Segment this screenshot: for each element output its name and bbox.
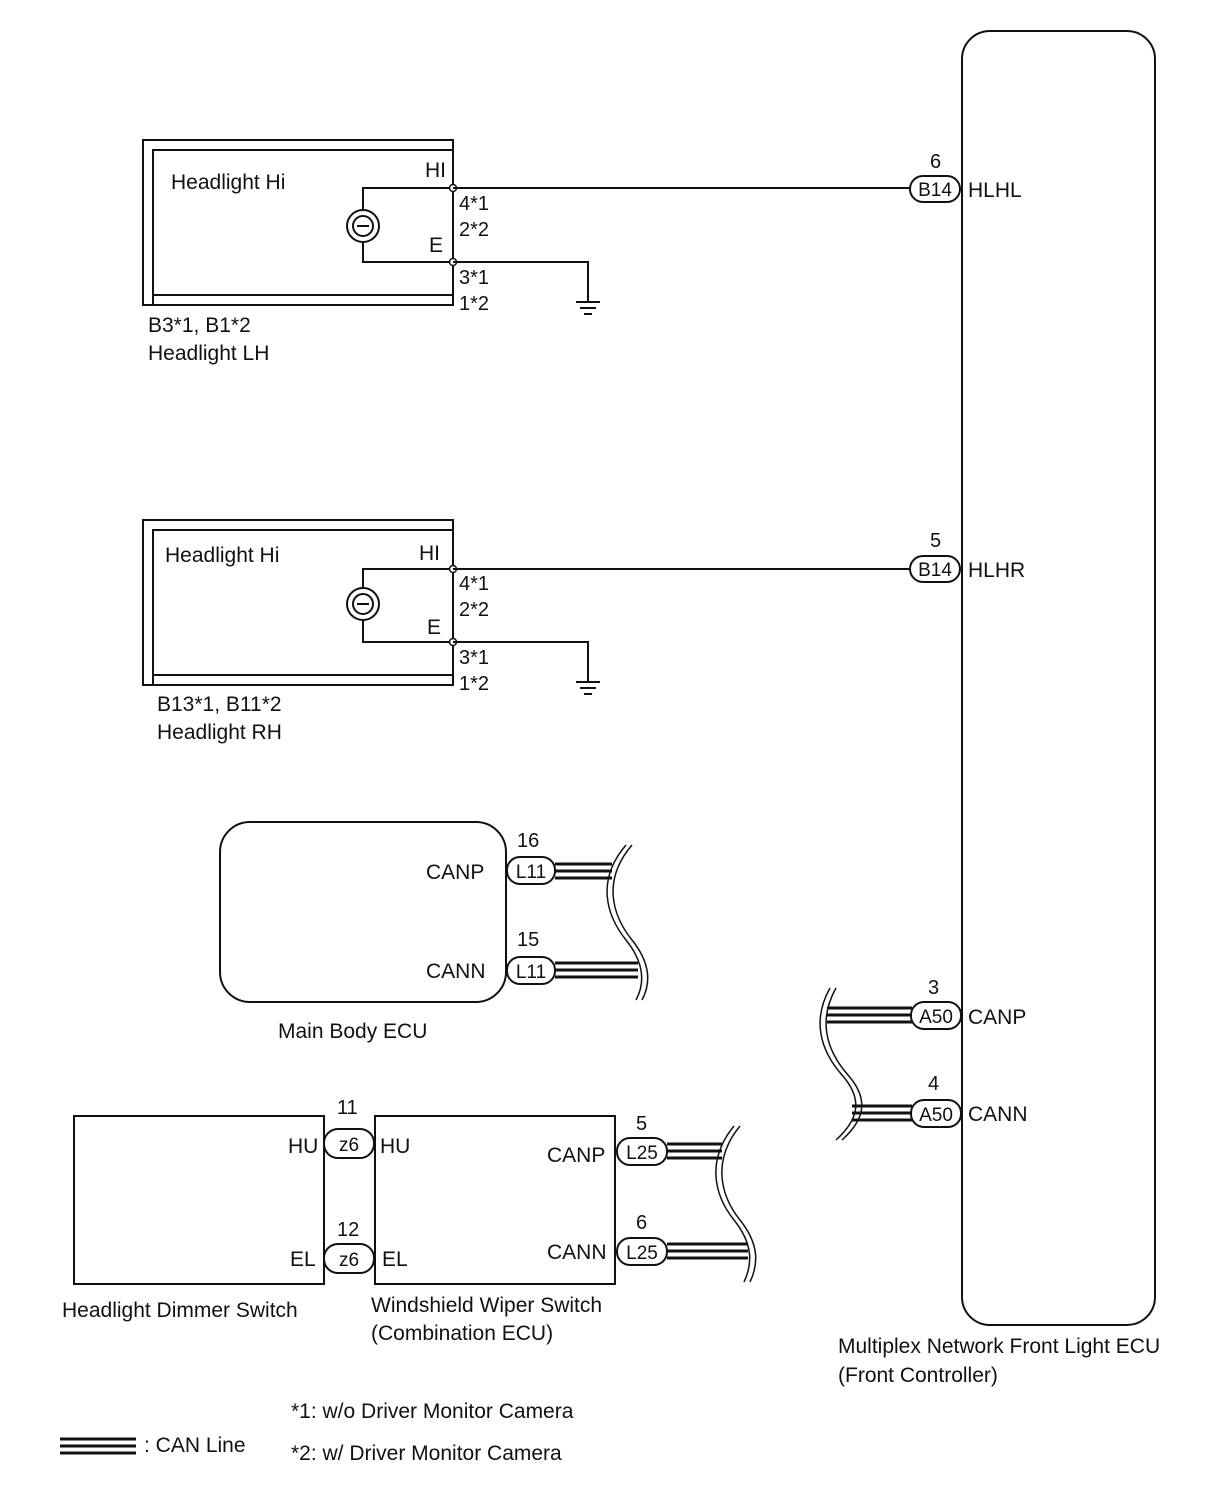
bulb-icon [346,209,380,243]
headlight-dimmer-switch: HU EL Headlight Dimmer Switch [62,1115,325,1322]
headlight-rh-code: B13*1, B11*2 [157,693,282,716]
wiper-canp-pin: 5 [636,1113,647,1135]
headlight-lh-terminal-e: E [429,234,443,257]
wiper-cann-pin: 6 [636,1212,647,1234]
front-light-ecu-name-line1: Multiplex Network Front Light ECU [838,1335,1160,1358]
footnote-1: *1: w/o Driver Monitor Camera [291,1400,574,1423]
hlhr-label: HLHR [968,559,1025,582]
can-line-legend-label: : CAN Line [144,1434,246,1457]
headlight-rh: Headlight Hi HI E 4*1 2*2 3*1 1*2 B13*1,… [142,519,489,744]
can-line-legend-icon [60,1437,136,1455]
main-body-ecu-canp-pin: 16 [517,830,539,852]
hlhl-pin: 6 [930,151,941,173]
can-line-wiper-cann [667,1242,748,1260]
main-body-ecu: CANP CANN 16 15 L11 L11 Main Body ECU [219,821,556,1043]
a50-connector-cann [910,1099,962,1128]
wiper-switch-name-line1: Windshield Wiper Switch [371,1294,602,1317]
headlight-lh-pin-hi-1: 4*1 [459,193,489,215]
b14-connector-hlhr [909,555,961,583]
l11-connector-label: L11 [516,862,546,883]
headlight-lh: Headlight Hi HI E 4*1 2*2 3*1 1*2 B3*1, … [142,139,489,365]
main-body-ecu-canp-label: CANP [426,861,484,884]
headlight-rh-pin-e-1: 3*1 [459,647,489,669]
ecu-canp-pin: 3 [928,977,939,999]
headlight-rh-inner-label: Headlight Hi [165,544,279,567]
wiper-cann-label: CANN [547,1241,607,1264]
wire-rh-ground [453,641,589,682]
a50-connector-label: A50 [919,1105,953,1126]
headlight-lh-pin-hi-2: 2*2 [459,219,489,241]
wiper-canp-label: CANP [547,1144,605,1167]
footnote-2: *2: w/ Driver Monitor Camera [291,1442,562,1465]
headlight-rh-name: Headlight RH [157,721,282,744]
windshield-wiper-switch: HU EL CANP CANN Windshield Wiper Switch … [371,1115,616,1345]
front-light-ecu-name-line2: (Front Controller) [838,1364,998,1387]
z6-connector-label: z6 [339,1135,359,1156]
wiper-el-label: EL [382,1248,408,1271]
a50-connector-label: A50 [919,1007,953,1028]
headlight-rh-pin-hi-2: 2*2 [459,599,489,621]
dimmer-hu-label: HU [288,1135,318,1158]
ground-icon [576,681,600,695]
headlight-rh-pin-e-2: 1*2 [459,673,489,695]
ecu-cann-label: CANN [968,1103,1028,1126]
can-line-main-body-canp [555,862,612,880]
main-body-ecu-name: Main Body ECU [278,1020,427,1043]
can-line-main-body-cann [555,961,638,979]
headlight-rh-pin-hi-1: 4*1 [459,573,489,595]
z6-el-pin: 12 [337,1219,359,1241]
can-line-ecu-canp [827,1006,912,1024]
dimmer-switch-name: Headlight Dimmer Switch [62,1299,298,1322]
headlight-lh-name: Headlight LH [148,342,269,365]
z6-connector-label: z6 [339,1250,359,1271]
wire-lh-ground [453,261,589,302]
dimmer-el-label: EL [290,1248,316,1271]
ground-icon [576,301,600,315]
wiper-switch-name-line2: (Combination ECU) [371,1322,553,1345]
headlight-lh-inner-label: Headlight Hi [171,171,285,194]
b14-connector-label: B14 [918,560,952,581]
main-body-ecu-cann-label: CANN [426,960,486,983]
hlhl-label: HLHL [968,179,1022,202]
front-light-ecu-box [961,30,1156,1326]
b14-connector-label: B14 [918,180,952,201]
l25-connector-label: L25 [626,1243,658,1264]
bulb-icon [346,587,380,621]
l11-connector-label: L11 [516,962,546,983]
main-body-ecu-cann-pin: 15 [517,929,539,951]
ecu-canp-label: CANP [968,1006,1026,1029]
can-line-wiper-canp [667,1142,722,1160]
headlight-rh-terminal-hi: HI [419,542,440,565]
headlight-lh-terminal-hi: HI [425,159,446,182]
headlight-lh-pin-e-2: 1*2 [459,293,489,315]
headlight-lh-pin-e-1: 3*1 [459,267,489,289]
wire-break-icon [819,987,863,1141]
z6-hu-pin: 11 [337,1097,358,1119]
wire-break-icon [715,1125,757,1283]
hlhr-pin: 5 [930,530,941,552]
l25-connector-label: L25 [626,1143,658,1164]
b14-connector-hlhl [909,175,961,203]
headlight-lh-code: B3*1, B1*2 [148,314,251,337]
headlight-rh-terminal-e: E [427,616,441,639]
a50-connector-canp [910,1001,962,1030]
wiper-hu-label: HU [380,1135,410,1158]
wire-break-icon [606,844,649,1001]
ecu-cann-pin: 4 [928,1073,939,1095]
